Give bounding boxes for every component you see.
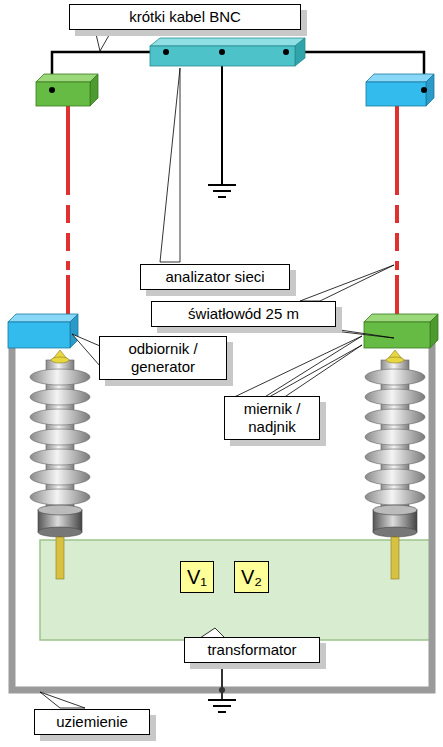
network-analyzer (150, 38, 305, 66)
bushing-insulator (365, 350, 425, 579)
ground-wire (221, 52, 223, 185)
callout-text: uziemienie (43, 713, 141, 731)
ground-symbol (208, 700, 236, 712)
ground-symbol (208, 185, 236, 197)
transformer-tank (40, 540, 433, 640)
callout-box: krótki kabel BNC (69, 4, 301, 30)
callout-text: V₁ (187, 565, 207, 589)
voltage-label: V₁ (180, 561, 214, 593)
callout-box: uziemienie (34, 709, 150, 735)
callout-text: transformator (193, 641, 311, 659)
callout-text: odbiornik / generator (108, 340, 218, 376)
converter-box (366, 74, 434, 106)
callout-box: odbiornik / generator (99, 336, 227, 380)
callout-box: światłowód 25 m (151, 301, 336, 327)
optical-fiber (68, 104, 397, 322)
converter-box (36, 74, 98, 106)
callout-text: miernik / nadjnik (233, 400, 311, 436)
callout-box: transformator (184, 637, 320, 663)
callout-pointer (40, 30, 394, 708)
callout-box: miernik / nadjnik (224, 396, 320, 440)
ground-frame (12, 330, 432, 690)
callout-text: analizator sieci (149, 268, 281, 286)
receiver-box (8, 314, 78, 348)
callout-text: krótki kabel BNC (78, 8, 292, 26)
voltage-label: V₂ (234, 561, 269, 593)
callout-box: analizator sieci (140, 264, 290, 290)
meter-box (364, 314, 438, 348)
callout-text: światłowód 25 m (160, 305, 327, 323)
callout-text: V₂ (241, 565, 262, 589)
ground-dot (219, 687, 225, 693)
bushing-insulator (30, 350, 90, 579)
